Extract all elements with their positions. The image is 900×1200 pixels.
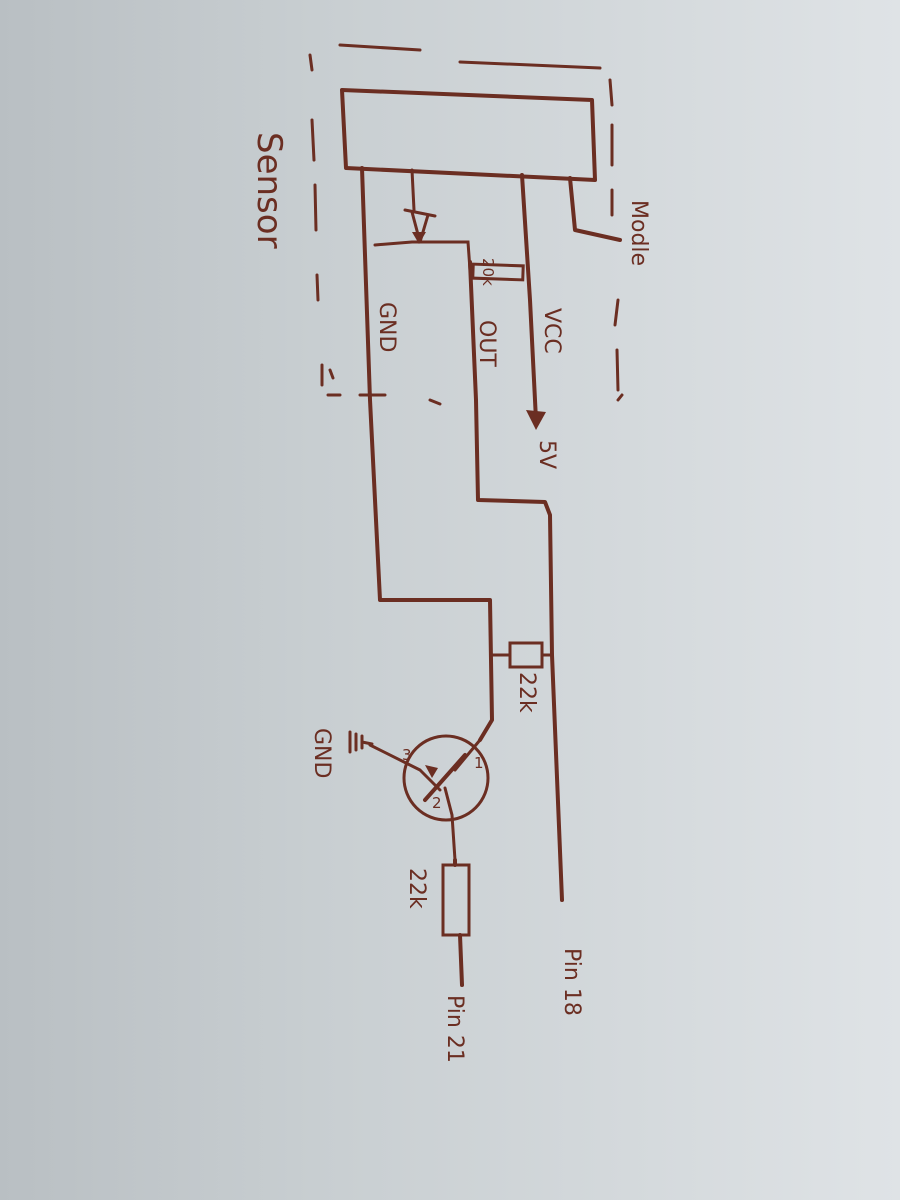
- pin-label-3: 3: [402, 746, 412, 764]
- arrow-5v: [526, 410, 546, 430]
- wire-pin21: [453, 858, 464, 987]
- resistor-22k-pin: [441, 863, 471, 937]
- resistor-22k-base: [508, 641, 544, 669]
- label-pin18: Pin 18: [559, 948, 584, 1016]
- ground-symbol: [348, 730, 374, 754]
- wire-gnd: [360, 166, 494, 742]
- wire-vcc: [520, 173, 538, 422]
- label-20k: 20k: [479, 258, 497, 286]
- label-5v: 5V: [534, 440, 559, 469]
- sensor-body: [340, 88, 597, 182]
- label-22k-pin: 22k: [404, 868, 429, 909]
- label-out: OUT: [474, 320, 499, 367]
- label-22k-base: 22k: [514, 672, 539, 713]
- label-pin21: Pin 21: [442, 995, 467, 1063]
- diode-symbol: [403, 208, 437, 244]
- module-outline: [308, 43, 624, 406]
- wire-module: [568, 176, 622, 242]
- label-vcc: VCC: [539, 308, 564, 354]
- label-gnd-sensor: GND: [374, 302, 399, 352]
- label-module: Modle: [626, 200, 651, 266]
- pin-label-2: 2: [432, 794, 442, 812]
- resistor-20k: [471, 262, 525, 282]
- label-gnd-transistor: GND: [309, 728, 334, 778]
- wire-diode-branch: [373, 168, 472, 272]
- transistor-symbol: 1 2 3: [368, 734, 490, 862]
- label-sensor: Sensor: [249, 132, 289, 249]
- pin-label-1: 1: [474, 754, 484, 772]
